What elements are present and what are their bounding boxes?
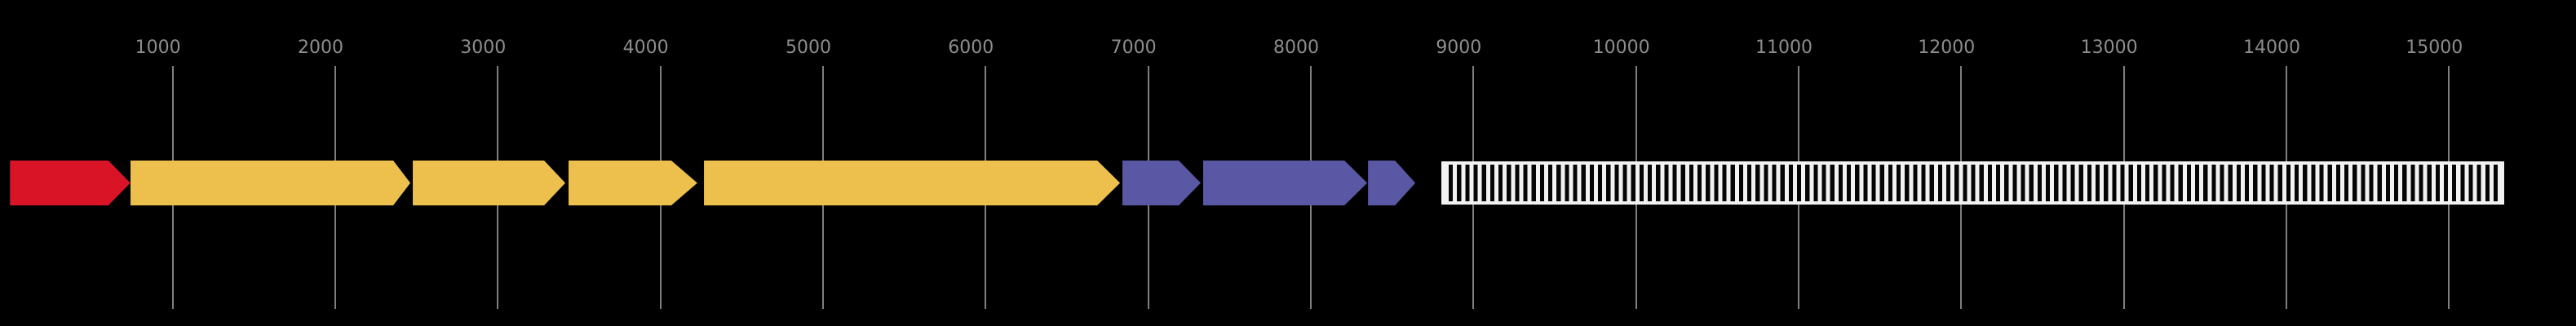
axis-tick-label: 9000 [1436, 37, 1482, 58]
axis-tick-label: 15000 [2406, 37, 2463, 58]
gene-6 [1122, 161, 1201, 205]
axis-tick-label: 5000 [785, 37, 831, 58]
axis-tick-label: 11000 [1755, 37, 1812, 58]
axis-tick-label: 4000 [622, 37, 669, 58]
gene-3 [413, 161, 565, 205]
axis-tick-label: 6000 [948, 37, 994, 58]
axis-tick-label: 2000 [297, 37, 343, 58]
gene-2 [131, 161, 410, 205]
axis-tick-label: 1000 [135, 37, 181, 58]
axis-tick-label: 14000 [2242, 37, 2300, 58]
gene-7 [1203, 161, 1367, 205]
gene-4 [569, 161, 697, 205]
axis-tick-label: 13000 [2080, 37, 2138, 58]
axis-tick-label: 12000 [1918, 37, 1976, 58]
region-hatched [1441, 161, 2505, 205]
axis-tick-label: 3000 [460, 37, 507, 58]
gene-5 [704, 161, 1120, 205]
axis-tick-label: 8000 [1273, 37, 1319, 58]
axis-tick-label: 7000 [1110, 37, 1157, 58]
axis-tick-label: 10000 [1592, 37, 1650, 58]
gene-8 [1368, 161, 1415, 205]
gene-1 [10, 161, 131, 205]
